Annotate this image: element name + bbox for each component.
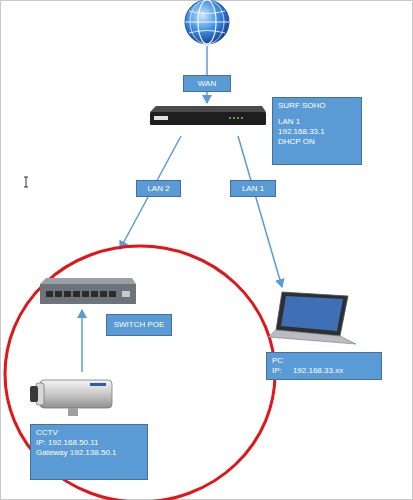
device-label: SWITCH POE — [106, 314, 172, 336]
router-info-box: SURF SOHO LAN 1192.168.33.1DHCP ON — [272, 97, 362, 165]
device-info-box: PCIP: 192.168.33.xx — [266, 352, 382, 380]
node-text: LAN 2 — [147, 184, 169, 194]
highlight-ellipse — [5, 246, 275, 500]
node-text: DHCP ON — [278, 137, 356, 147]
link-label: WAN — [183, 75, 231, 92]
switch-icon — [40, 278, 136, 304]
link-label: LAN 2 — [136, 180, 181, 197]
node-text: IP: 192.168.33.xx — [272, 366, 376, 376]
globe-icon — [185, 0, 229, 44]
camera-icon — [30, 380, 112, 416]
link-label: LAN 1 — [230, 180, 276, 197]
node-text: LAN 1 — [242, 184, 264, 194]
node-text: SURF SOHO — [278, 101, 356, 111]
router-icon — [150, 106, 266, 125]
text-cursor — [24, 177, 28, 187]
node-text: 192.168.33.1 — [278, 127, 356, 137]
node-text: IP: 192.168.50.11 — [36, 438, 142, 448]
device-info-box: CCTVIP: 192.168.50.11Gateway 192.138.50.… — [30, 424, 148, 480]
node-text: PC — [272, 356, 376, 366]
node-text: LAN 1 — [278, 117, 356, 127]
camera-arrow — [81, 310, 83, 372]
node-text: SWITCH POE — [114, 320, 165, 330]
laptop-icon — [268, 292, 356, 344]
node-text: Gateway 192.138.50.1 — [36, 448, 142, 458]
node-text: CCTV — [36, 428, 142, 438]
lan2-arrow — [120, 136, 181, 249]
node-text: WAN — [198, 79, 216, 89]
